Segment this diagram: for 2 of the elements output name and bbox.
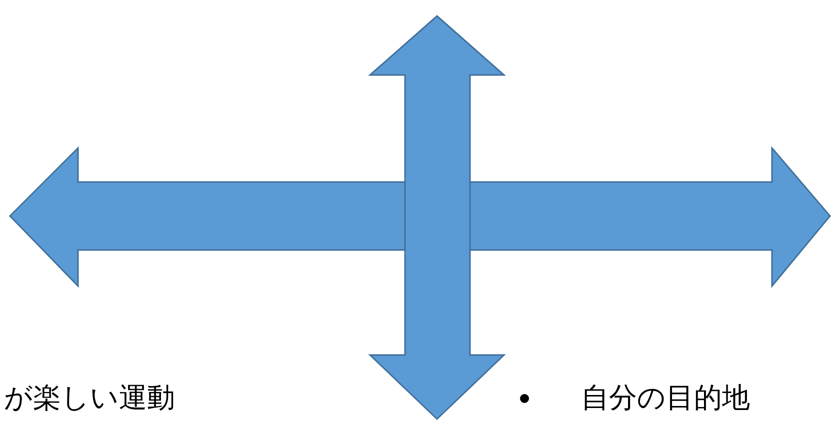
bullet-text: 自分の目的地 — [581, 380, 750, 416]
label-text: が楽しい運動 — [4, 380, 175, 416]
